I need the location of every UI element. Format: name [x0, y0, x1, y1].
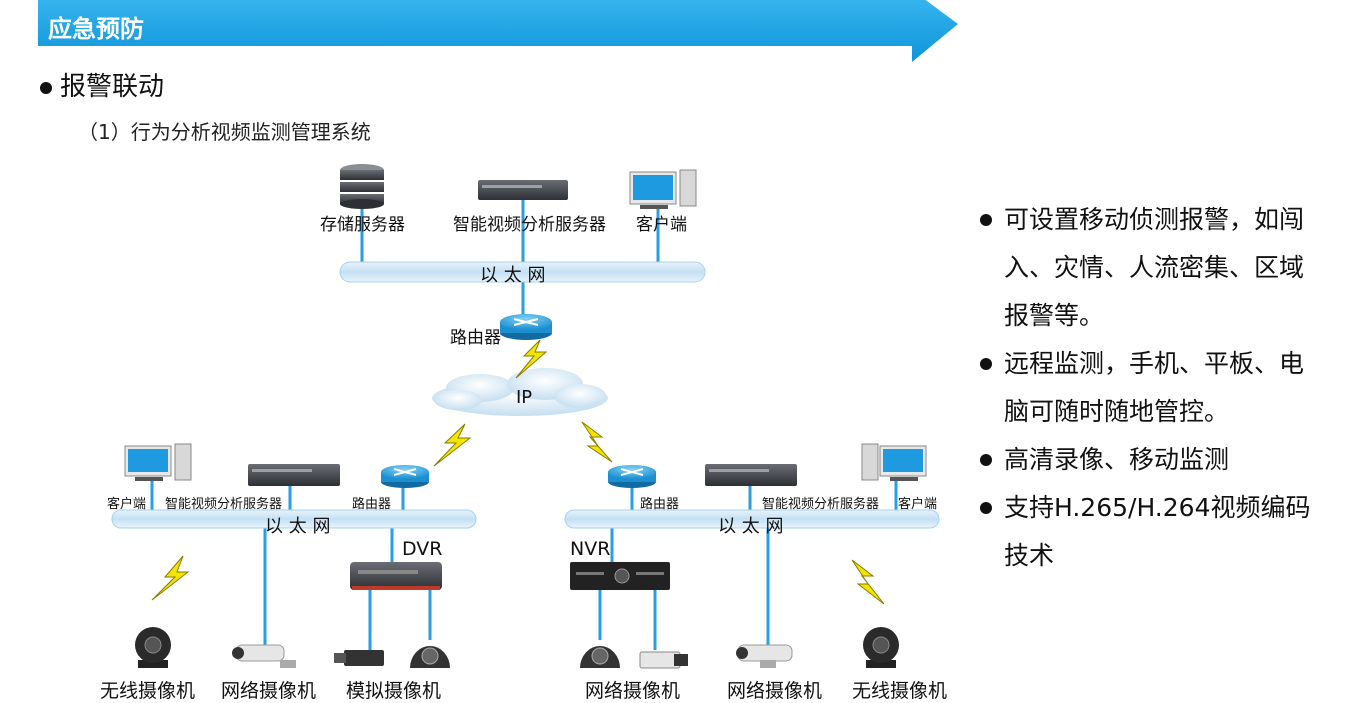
section-subtitle: （1）行为分析视频监测管理系统 [78, 120, 371, 144]
box-camera-icon [639, 651, 688, 669]
feature-item: 远程监测，手机、平板、电脑可随时随地管控。 [980, 340, 1320, 436]
analysis-server-label-top: 智能视频分析服务器 [453, 215, 606, 235]
analog-camera-icon [334, 650, 384, 666]
header-title: 应急预防 [48, 15, 144, 43]
nvr-device-icon [570, 562, 670, 590]
network-diagram [111, 164, 940, 669]
lightning-icon [581, 421, 613, 463]
dvr-label: DVR [402, 538, 443, 560]
ethernet-bar-left [111, 509, 477, 529]
ip-cloud-icon [432, 368, 608, 416]
feature-text: 远程监测，手机、平板、电脑可随时随地管控。 [1004, 349, 1305, 426]
analysis-server-icon-right [705, 464, 797, 486]
section-bullet-label: 报警联动 [60, 72, 165, 102]
analysis-server-icon-left [248, 464, 340, 486]
bullet-dot [980, 214, 992, 226]
router-icon-top [500, 314, 552, 340]
connection-lines [150, 200, 898, 650]
camera-label: 网络摄像机 [221, 680, 317, 702]
client-label-top: 客户端 [636, 215, 687, 235]
camera-label: 模拟摄像机 [346, 680, 442, 702]
dvr-device-icon [350, 562, 442, 590]
router-icon-left [381, 465, 429, 488]
lightning-icon [851, 559, 885, 605]
client-computer-icon-left [124, 443, 192, 481]
client-label-left: 客户端 [107, 497, 147, 512]
router-label-top: 路由器 [450, 328, 501, 348]
bullet-dot [980, 358, 992, 370]
feature-item: 可设置移动侦测报警，如闯入、灾情、人流密集、区域报警等。 [980, 196, 1320, 340]
camera-label: 网络摄像机 [727, 680, 823, 702]
network-camera-icon [232, 644, 296, 668]
router-icon-right [608, 465, 656, 488]
lightning-icon [433, 423, 472, 467]
router-label-right: 路由器 [640, 497, 680, 512]
camera-label: 无线摄像机 [852, 680, 948, 702]
bullet-dot [40, 81, 52, 94]
lightning-icon [151, 555, 190, 601]
lightning-icon [515, 339, 548, 379]
wireless-camera-icon [863, 627, 899, 668]
nvr-label: NVR [570, 538, 611, 560]
section-bullet: 报警联动 [40, 66, 164, 103]
client-label-right: 客户端 [898, 497, 938, 512]
wireless-camera-icon [135, 627, 171, 668]
network-camera-icon [736, 644, 793, 668]
analysis-server-icon-top [478, 180, 568, 200]
feature-text: 支持H.265/H.264视频编码技术 [1004, 493, 1311, 570]
bullet-dot [980, 502, 992, 514]
client-computer-icon-right [861, 443, 927, 481]
dome-camera-icon [580, 646, 620, 668]
client-computer-icon-top [629, 169, 697, 209]
header-banner [38, 0, 958, 62]
dome-camera-icon [410, 646, 450, 668]
feature-item: 支持H.265/H.264视频编码技术 [980, 484, 1320, 580]
analysis-server-label-left: 智能视频分析服务器 [165, 497, 283, 512]
bullet-dot [980, 454, 992, 466]
camera-label: 无线摄像机 [100, 680, 196, 702]
cloud-ip-label: IP [516, 387, 533, 408]
feature-text: 高清录像、移动监测 [1004, 445, 1230, 474]
feature-text: 可设置移动侦测报警，如闯入、灾情、人流密集、区域报警等。 [1004, 205, 1305, 330]
storage-server-icon [340, 164, 384, 209]
ethernet-label-right: 以 太 网 [718, 516, 784, 537]
ethernet-label-top: 以 太 网 [480, 265, 546, 286]
router-label-left: 路由器 [352, 497, 392, 512]
ethernet-label-left: 以 太 网 [265, 516, 331, 537]
feature-list: 可设置移动侦测报警，如闯入、灾情、人流密集、区域报警等。 远程监测，手机、平板、… [980, 196, 1320, 580]
feature-item: 高清录像、移动监测 [980, 436, 1320, 484]
ethernet-bar-right [564, 509, 940, 529]
storage-server-label: 存储服务器 [320, 215, 405, 235]
camera-label: 网络摄像机 [585, 680, 681, 702]
analysis-server-label-right: 智能视频分析服务器 [762, 497, 880, 512]
ethernet-bar-top [339, 261, 706, 283]
